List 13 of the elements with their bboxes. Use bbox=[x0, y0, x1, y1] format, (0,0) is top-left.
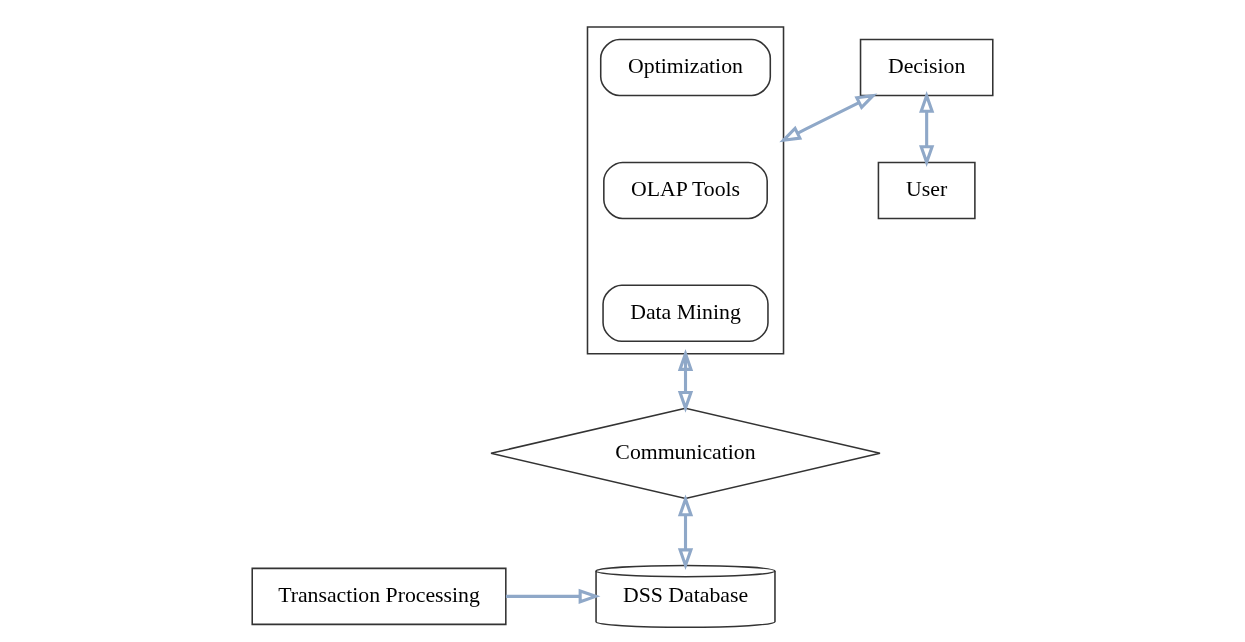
node-box: OLAP Tools bbox=[603, 161, 768, 220]
node-box: Transaction Processing bbox=[251, 567, 507, 626]
node-box: Data Mining bbox=[602, 284, 769, 343]
node-diamond: Communication bbox=[490, 407, 881, 500]
arrow bbox=[677, 349, 694, 413]
arrow bbox=[779, 93, 878, 143]
arrow bbox=[677, 494, 694, 571]
node-box: Decision bbox=[859, 38, 994, 97]
arrow bbox=[505, 588, 601, 604]
cluster bbox=[586, 26, 785, 355]
arrow bbox=[919, 90, 935, 168]
node-box: User bbox=[877, 161, 976, 220]
node-box: Optimization bbox=[599, 38, 772, 97]
